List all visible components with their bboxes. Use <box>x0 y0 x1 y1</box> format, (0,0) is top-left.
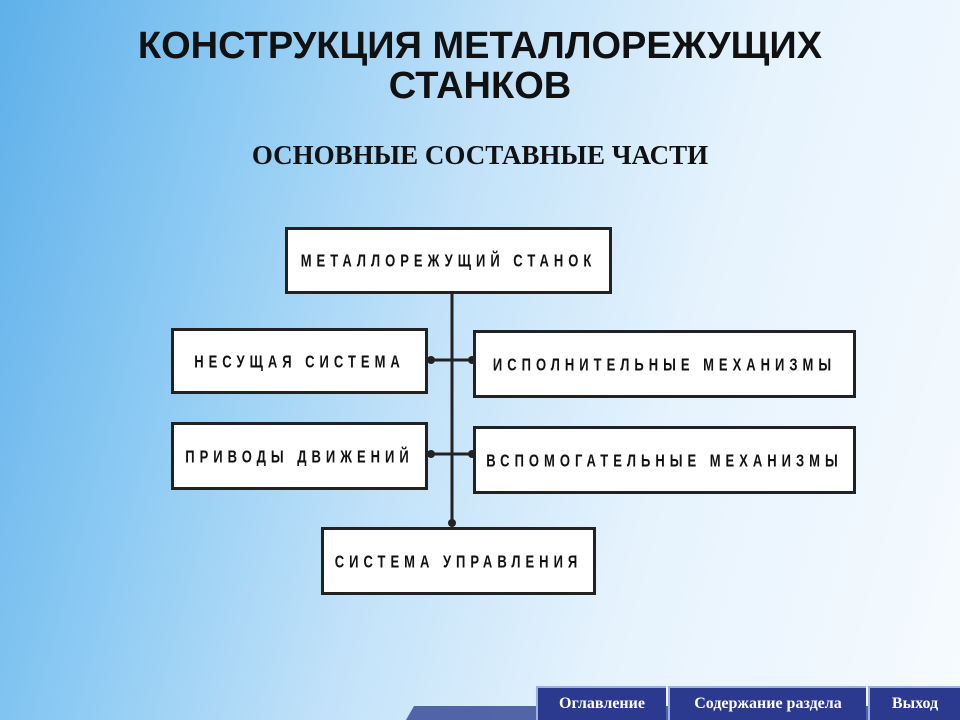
node-bottom: СИСТЕМА УПРАВЛЕНИЯ <box>321 527 596 595</box>
node-bottom-label: СИСТЕМА УПРАВЛЕНИЯ <box>334 550 583 572</box>
junction-dot-bottom <box>448 519 456 527</box>
node-right-1-label: ИСПОЛНИТЕЛЬНЫЕ МЕХАНИЗМЫ <box>492 353 837 375</box>
node-right-2: ВСПОМОГАТЕЛЬНЫЕ МЕХАНИЗМЫ <box>473 426 856 494</box>
node-right-1: ИСПОЛНИТЕЛЬНЫЕ МЕХАНИЗМЫ <box>473 330 856 398</box>
node-left-2: ПРИВОДЫ ДВИЖЕНИЙ <box>171 422 428 490</box>
exit-button-label: Выход <box>891 695 939 712</box>
page-title: КОНСТРУКЦИЯ МЕТАЛЛОРЕЖУЩИХ СТАНКОВ <box>0 26 960 106</box>
node-root: МЕТАЛЛОРЕЖУЩИЙ СТАНОК <box>285 227 612 294</box>
contents-button-label: Оглавление <box>559 695 645 712</box>
contents-button[interactable]: Оглавление <box>536 686 666 720</box>
node-root-label: МЕТАЛЛОРЕЖУЩИЙ СТАНОК <box>300 250 597 271</box>
page-subtitle: ОСНОВНЫЕ СОСТАВНЫЕ ЧАСТИ <box>251 140 709 170</box>
section-contents-button[interactable]: Содержание раздела <box>668 686 866 720</box>
node-left-1: НЕСУЩАЯ СИСТЕМА <box>171 328 428 394</box>
junction-dot-left-1 <box>427 356 435 364</box>
junction-dot-left-2 <box>427 450 435 458</box>
exit-button[interactable]: Выход <box>868 686 960 720</box>
section-contents-button-label: Содержание раздела <box>694 695 842 712</box>
title-line-1: КОНСТРУКЦИЯ МЕТАЛЛОРЕЖУЩИХ <box>137 25 823 67</box>
node-left-1-label: НЕСУЩАЯ СИСТЕМА <box>194 350 405 372</box>
node-left-2-label: ПРИВОДЫ ДВИЖЕНИЙ <box>185 445 414 467</box>
title-line-2: СТАНКОВ <box>388 65 572 107</box>
node-right-2-label: ВСПОМОГАТЕЛЬНЫЕ МЕХАНИЗМЫ <box>486 449 843 471</box>
